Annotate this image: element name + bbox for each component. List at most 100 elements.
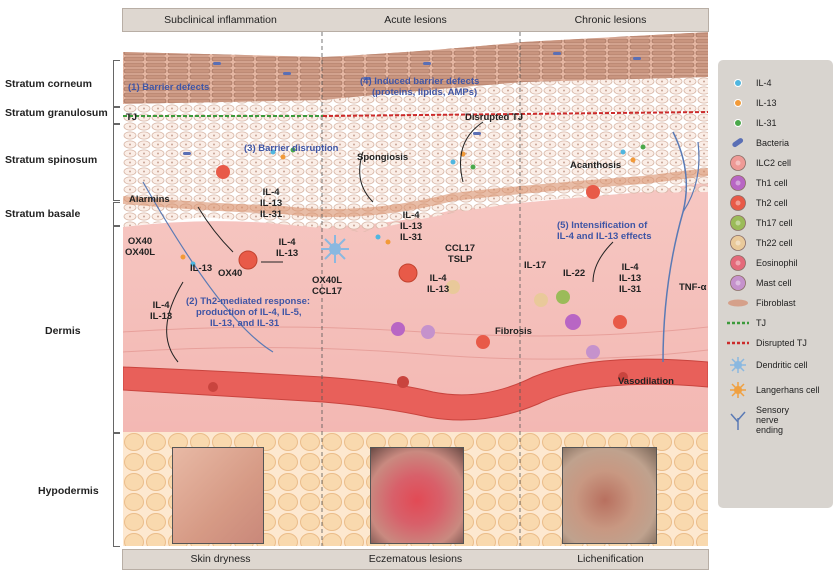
legend-item: Fibroblast [718, 293, 833, 313]
annotation-disrupted-tj: Disrupted TJ [465, 112, 523, 123]
legend-label: Disrupted TJ [756, 338, 807, 348]
layer-label-spinosum: Stratum spinosum [5, 154, 97, 166]
legend-label: IL-31 [756, 118, 777, 128]
bracket-dermis [113, 226, 120, 433]
annotation-induced-barrier-2: (proteins, lipids, AMPs) [372, 87, 477, 98]
annotation-th2-response-1: (2) Th2-mediated response: [186, 296, 310, 307]
fibroblast-icon [726, 293, 750, 313]
legend-item: Sensory nerve ending [718, 410, 833, 430]
legend-label: IL-13 [756, 98, 777, 108]
legend-label: Eosinophil [756, 258, 798, 268]
ilc2-cell-icon [726, 153, 750, 173]
legend-item: Langerhans cell [718, 380, 833, 400]
legend-label: Th1 cell [756, 178, 788, 188]
annotation-ccl17-tslp: CCL17 TSLP [445, 243, 475, 265]
annotation-tnfa: TNF-α [679, 282, 706, 293]
bracket-corneum [113, 60, 120, 107]
annotation-tj: TJ [126, 112, 137, 123]
column-header-acute: Acute lesions [318, 9, 513, 31]
legend-label: Langerhans cell [756, 385, 820, 395]
bracket-granulosum [113, 107, 120, 124]
annotation-il4-il13-b: IL-4 IL-13 [427, 273, 449, 295]
legend-label: TJ [756, 318, 766, 328]
bracket-spinosum [113, 124, 120, 201]
layer-label-corneum: Stratum corneum [5, 78, 92, 90]
legend-item: TJ [718, 313, 833, 333]
annotation-alarmins: Alarmins [129, 194, 170, 205]
annotation-intensification-2: IL-4 and IL-13 effects [557, 231, 652, 242]
annotation-ox40l-ccl17: OX40L CCL17 [312, 275, 342, 297]
annotation-intensification-1: (5) Intensification of [557, 220, 647, 231]
footer-skin-dryness: Skin dryness [123, 550, 318, 569]
legend-label: Sensory nerve ending [756, 405, 789, 435]
legend-item: Dendritic cell [718, 355, 833, 375]
annotation-il4-il13-a: IL-4 IL-13 [276, 237, 298, 259]
th2-cell-icon [726, 193, 750, 213]
legend-item: ILC2 cell [718, 153, 833, 173]
legend-label: Dendritic cell [756, 360, 808, 370]
annotation-il13: IL-13 [190, 263, 212, 274]
annotation-ox40: OX40 [218, 268, 242, 279]
legend-label: Th22 cell [756, 238, 793, 248]
eosinophil-icon [726, 253, 750, 273]
disrupted-tj-icon [726, 333, 750, 353]
annotation-ox40-ox40l: OX40 OX40L [125, 236, 155, 258]
annotation-vasodilation: Vasodilation [618, 376, 674, 387]
layer-label-basale: Stratum basale [5, 208, 80, 220]
legend-item: IL-4 [718, 73, 833, 93]
legend-label: ILC2 cell [756, 158, 791, 168]
legend-item: Eosinophil [718, 253, 833, 273]
annotation-acanthosis: Acanthosis [570, 160, 621, 171]
annotation-il4-il13-c: IL-4 IL-13 [150, 300, 172, 322]
annotation-il4-il13-il31-a: IL-4 IL-13 IL-31 [260, 187, 282, 220]
column-header-chronic: Chronic lesions [513, 9, 708, 31]
th1-cell-icon [726, 173, 750, 193]
photo-eczematous-lesions [370, 447, 464, 544]
legend-label: Th17 cell [756, 218, 793, 228]
layer-label-granulosum: Stratum granulosum [5, 107, 108, 119]
layer-label-hypodermis: Hypodermis [38, 485, 99, 497]
annotation-il22: IL-22 [563, 268, 585, 279]
footer-bar: Skin dryness Eczematous lesions Lichenif… [122, 549, 709, 570]
layer-label-dermis: Dermis [45, 325, 81, 337]
legend-item: Th1 cell [718, 173, 833, 193]
legend-label: IL-4 [756, 78, 772, 88]
bracket-basale [113, 202, 120, 226]
legend-item: Bacteria [718, 133, 833, 153]
annotation-induced-barrier-1: (4) Induced barrier defects [360, 76, 479, 87]
dendritic-cell-icon [726, 355, 750, 375]
footer-eczematous-lesions: Eczematous lesions [318, 550, 513, 569]
annotation-il17: IL-17 [524, 260, 546, 271]
legend-item: Mast cell [718, 273, 833, 293]
sensory-nerve-icon [726, 410, 750, 430]
bacteria-icon [726, 133, 750, 153]
annotation-il4-il13-il31-c: IL-4 IL-13 IL-31 [619, 262, 641, 295]
legend-label: Mast cell [756, 278, 792, 288]
th22-cell-icon [726, 233, 750, 253]
il13-dot-icon [726, 93, 750, 113]
photo-lichenification [562, 447, 657, 544]
legend-item: Disrupted TJ [718, 333, 833, 353]
il4-dot-icon [726, 73, 750, 93]
footer-lichenification: Lichenification [513, 550, 708, 569]
legend-item: IL-13 [718, 93, 833, 113]
column-header-bar: Subclinical inflammation Acute lesions C… [122, 8, 709, 32]
bracket-hypodermis [113, 433, 120, 547]
annotation-fibrosis: Fibrosis [495, 326, 532, 337]
photo-skin-dryness [172, 447, 264, 544]
annotation-barrier-disruption: (3) Barrier disruption [244, 143, 339, 154]
annotation-il4-il13-il31-b: IL-4 IL-13 IL-31 [400, 210, 422, 243]
langerhans-cell-icon [726, 380, 750, 400]
legend-item: IL-31 [718, 113, 833, 133]
legend-label: Bacteria [756, 138, 789, 148]
mast-cell-icon [726, 273, 750, 293]
legend-item: Th22 cell [718, 233, 833, 253]
legend-item: Th2 cell [718, 193, 833, 213]
legend-item: Th17 cell [718, 213, 833, 233]
il31-dot-icon [726, 113, 750, 133]
tj-icon [726, 313, 750, 333]
annotation-th2-response-2: production of IL-4, IL-5, [196, 307, 302, 318]
annotation-spongiosis: Spongiosis [357, 152, 408, 163]
annotation-th2-response-3: IL-13, and IL-31 [210, 318, 279, 329]
